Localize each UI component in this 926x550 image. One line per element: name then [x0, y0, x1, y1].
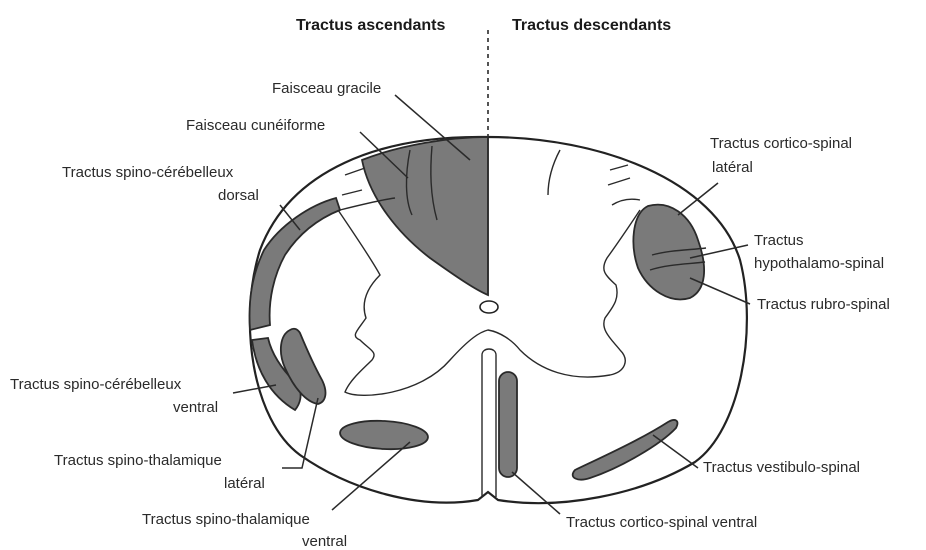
label-spino-thal-ventral-2: ventral: [302, 533, 347, 550]
label-spino-thal-lateral-1: Tractus spino-thalamique: [54, 452, 222, 469]
label-faisceau-gracile: Faisceau gracile: [272, 80, 381, 97]
label-spino-thal-lateral-2: latéral: [224, 475, 265, 492]
label-cortico-spinal-ventral: Tractus cortico-spinal ventral: [566, 514, 757, 531]
header-ascending: Tractus ascendants: [296, 17, 446, 34]
label-spino-cereb-ventral-1: Tractus spino-cérébelleux: [10, 376, 182, 393]
central-canal: [480, 301, 498, 313]
label-vestibulo-spinal: Tractus vestibulo-spinal: [703, 459, 860, 476]
label-cortico-spinal-lateral-2: latéral: [712, 159, 753, 176]
label-spino-cereb-dorsal-1: Tractus spino-cérébelleux: [62, 164, 234, 181]
label-hypothalamo-spinal-2: hypothalamo-spinal: [754, 255, 884, 272]
label-hypothalamo-spinal-1: Tractus: [754, 232, 803, 249]
label-spino-cereb-dorsal-2: dorsal: [218, 187, 259, 204]
label-spino-cereb-ventral-2: ventral: [173, 399, 218, 416]
label-rubro-spinal: Tractus rubro-spinal: [757, 296, 890, 313]
label-spino-thal-ventral-1: Tractus spino-thalamique: [142, 511, 310, 528]
label-cortico-spinal-lateral-1: Tractus cortico-spinal: [710, 135, 852, 152]
header-descending: Tractus descendants: [512, 17, 671, 34]
label-faisceau-cuneiforme: Faisceau cunéiforme: [186, 117, 325, 134]
cortico-spinal-ventral-tract: [499, 372, 517, 477]
